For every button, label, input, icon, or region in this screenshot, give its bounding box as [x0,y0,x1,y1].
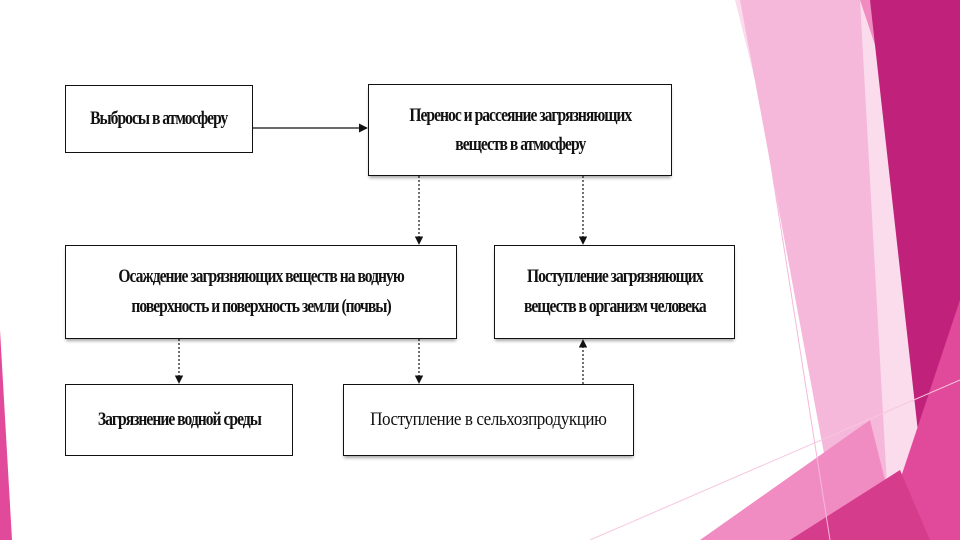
node-organism-label: Поступление загрязняющих веществ в орган… [523,265,707,317]
node-deposition-label: Осаждение загрязняющих веществ на водную… [118,265,404,317]
node-emissions: Выбросы в атмосферу [65,85,253,153]
node-transport: Перенос и рассеяние загрязняющих веществ… [368,84,672,176]
magenta-bottom-triangle [790,470,930,540]
thin-diagonal-line [744,0,831,540]
pink-light-wedge [740,0,890,540]
node-deposition: Осаждение загрязняющих веществ на водную… [65,245,457,339]
left-pink-stripe [0,330,12,540]
node-agri-label: Поступление в сельхозпродукцию [370,409,607,430]
node-transport-label: Перенос и рассеяние загрязняющих веществ… [409,104,632,155]
thin-diagonal-line-2 [589,379,960,540]
node-organism: Поступление загрязняющих веществ в орган… [494,245,735,339]
node-water-label: Загрязнение водной среды [97,409,261,430]
node-emissions-label: Выбросы в атмосферу [90,108,228,129]
node-water: Загрязнение водной среды [65,384,293,456]
node-agri: Поступление в сельхозпродукцию [343,384,634,456]
